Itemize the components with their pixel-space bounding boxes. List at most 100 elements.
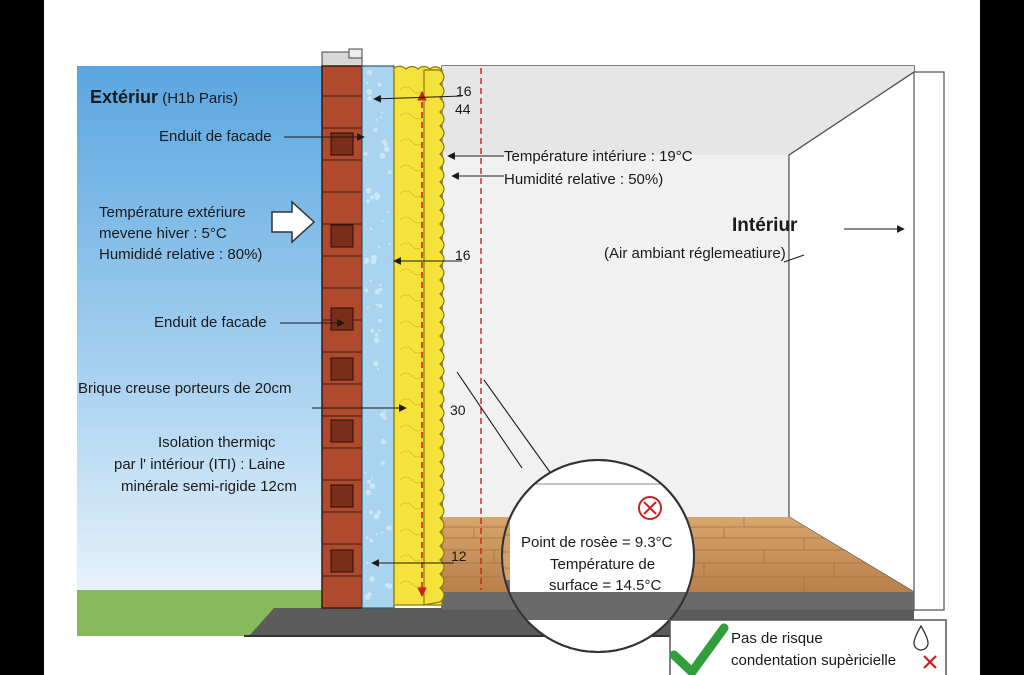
plaster-speck xyxy=(370,477,374,480)
brick-wall xyxy=(321,48,363,609)
plaster-speck xyxy=(380,116,383,120)
plaster-speck xyxy=(375,118,378,122)
plaster-speck xyxy=(380,439,387,445)
exterior-humidity-line: Humididé relative : 80%) xyxy=(99,246,263,263)
interior-title: Intériur xyxy=(732,215,798,236)
plaster-speck xyxy=(367,479,371,484)
sky-background xyxy=(77,66,322,590)
plaster-speck xyxy=(387,211,390,214)
no-risk-circle-x-icon xyxy=(638,496,662,520)
result-box xyxy=(669,619,947,675)
plaster-speck xyxy=(373,513,380,520)
exterior-subtitle: (H1b Paris) xyxy=(162,90,239,107)
dimension-44: 44 xyxy=(455,101,471,117)
brick-hollow xyxy=(330,307,354,331)
dimension-16-top: 16 xyxy=(456,83,472,99)
plaster-speck xyxy=(369,538,374,543)
plaster-speck xyxy=(381,531,384,535)
heat-flow-arrow xyxy=(271,200,316,244)
plaster-speck xyxy=(369,483,376,489)
plaster-speck xyxy=(364,594,371,600)
plaster-speck xyxy=(363,257,370,264)
plaster-speck xyxy=(384,146,390,152)
exterior-temp-line2: mevene hiver : 5°C xyxy=(99,225,227,242)
exterior-title: Extériur xyxy=(90,87,159,107)
plaster-speck xyxy=(376,368,379,371)
plaster-speck xyxy=(365,536,369,539)
brick-hollow xyxy=(330,549,354,573)
plaster-speck xyxy=(365,561,369,565)
plaster-speck xyxy=(374,332,379,337)
plaster-speck xyxy=(373,337,380,344)
wall-section-diagram xyxy=(77,48,947,675)
plaster-speck xyxy=(377,510,381,515)
plaster-speck xyxy=(373,127,378,132)
plaster-speck xyxy=(364,471,367,474)
plaster-speck xyxy=(365,81,369,85)
plaster-speck xyxy=(370,328,375,333)
plaster-speck xyxy=(378,303,383,308)
brick-hollow xyxy=(330,132,354,156)
water-drop-icon xyxy=(913,624,929,651)
plaster-speck xyxy=(369,576,375,582)
plaster-speck xyxy=(375,533,379,536)
interior-humidity-label: Humidité relative : 50%) xyxy=(504,171,664,188)
exterior-temp-line1: Température extériure xyxy=(99,204,246,221)
plaster-speck xyxy=(379,152,386,159)
insulation-wavy-edge xyxy=(423,69,445,606)
brick-hollow xyxy=(330,419,354,443)
plaster-speck xyxy=(364,288,369,293)
enduit-top-label: Enduit de facade xyxy=(159,128,272,145)
plaster-speck xyxy=(379,412,386,418)
plaster-speck xyxy=(377,82,382,87)
plaster-speck xyxy=(374,194,381,200)
brick-hollow xyxy=(330,484,354,508)
dew-point-callout xyxy=(501,459,695,653)
plaster-speck xyxy=(366,199,370,204)
checkmark-icon xyxy=(669,623,729,675)
interior-temp-label: Température intériure : 19°C xyxy=(504,148,693,165)
plaster-speck xyxy=(383,142,388,147)
result-line2: condentation supèricielle xyxy=(731,652,897,669)
interior-subtitle: (Air ambiant réglemeatiure) xyxy=(604,245,786,262)
surface-temp-label: Température de xyxy=(550,556,656,573)
plaster-speck xyxy=(363,151,368,156)
plaster-speck xyxy=(380,111,384,114)
dew-point-value: Point de rosèe = 9.3°C xyxy=(521,534,673,551)
plaster-speck xyxy=(378,245,381,249)
dimension-12: 12 xyxy=(451,548,467,564)
plaster-speck xyxy=(369,195,374,200)
diagram-canvas: Extériur (H1b Paris) Enduit de facade Te… xyxy=(44,0,980,675)
plaster-speck xyxy=(383,410,386,413)
plaster-speck xyxy=(379,283,382,287)
plaster-speck xyxy=(375,303,378,306)
plaster-speck xyxy=(387,170,392,175)
dimension-30: 30 xyxy=(450,402,466,418)
plaster-speck xyxy=(386,525,392,531)
plaster-speck xyxy=(369,279,372,282)
plaster-speck xyxy=(381,219,384,222)
brick-label: Brique creuse porteurs de 20cm xyxy=(78,380,292,397)
plaster-speck xyxy=(365,489,372,496)
cross-icon xyxy=(923,655,937,669)
plaster-speck xyxy=(378,329,381,332)
plaster-speck xyxy=(373,360,379,367)
plaster-speck xyxy=(370,258,377,265)
insulation-label-line1: Isolation thermiqc xyxy=(158,434,276,451)
plaster-speck xyxy=(374,289,381,295)
insulation-label-line3: minérale semi-rigide 12cm xyxy=(121,478,297,495)
dimension-16-mid: 16 xyxy=(455,247,471,263)
brick-hollow xyxy=(330,357,354,381)
plaster-speck xyxy=(366,89,373,95)
enduit-bottom-label: Enduit de facade xyxy=(154,314,267,331)
plaster-speck xyxy=(369,510,373,515)
plaster-speck xyxy=(369,227,373,231)
brick-hollow xyxy=(330,224,354,248)
exterior-title-group: Extériur (H1b Paris) xyxy=(90,88,238,108)
plaster-speck xyxy=(385,583,390,588)
plaster-speck xyxy=(378,318,383,323)
plaster-speck xyxy=(366,69,373,76)
surface-temp-value: surface = 14.5°C xyxy=(549,577,662,594)
plaster-speck xyxy=(365,187,372,194)
plaster-speck xyxy=(380,460,385,465)
